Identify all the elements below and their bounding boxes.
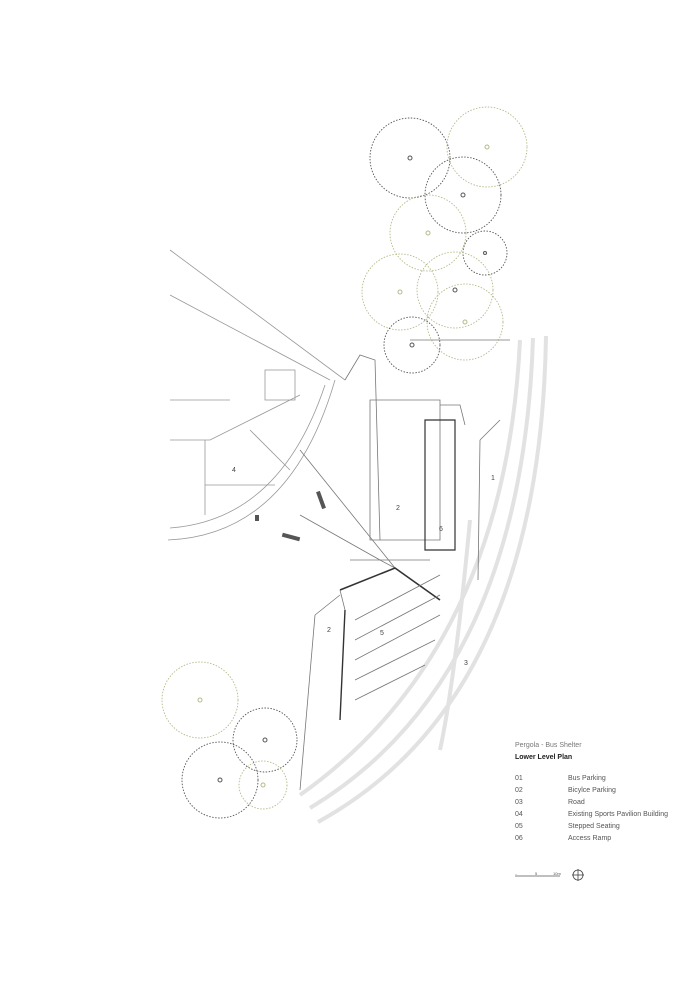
pergola-structure bbox=[299, 339, 510, 791]
project-name: Pergola - Bus Shelter bbox=[515, 742, 582, 749]
scale-bar: 0 5 10m bbox=[515, 869, 584, 881]
road-curbs bbox=[298, 335, 548, 824]
plan-labels: 1 2 6 2 5 3 4 bbox=[232, 467, 495, 667]
tree-canopy bbox=[416, 251, 494, 329]
tree-canopy bbox=[462, 230, 508, 276]
tree-canopy bbox=[446, 106, 528, 188]
tree-canopy bbox=[161, 661, 239, 739]
svg-text:0: 0 bbox=[515, 873, 518, 878]
drawing-title: Lower Level Plan bbox=[515, 754, 573, 761]
label-stepped-seating: 5 bbox=[380, 630, 384, 637]
tree-canopy bbox=[181, 741, 259, 819]
label-access-ramp: 6 bbox=[439, 526, 443, 533]
label-road: 3 bbox=[464, 660, 468, 667]
tree-canopy bbox=[389, 194, 467, 272]
svg-text:10m: 10m bbox=[553, 871, 561, 876]
tree-canopy bbox=[361, 253, 439, 331]
legend: Pergola - Bus Shelter Lower Level Plan 0… bbox=[515, 742, 668, 847]
tree-canopy bbox=[424, 156, 502, 234]
tree-canopy bbox=[369, 117, 451, 199]
label-pavilion: 4 bbox=[232, 467, 236, 474]
tree-canopy bbox=[232, 707, 298, 773]
label-bus-parking: 1 bbox=[491, 475, 495, 482]
north-arrow-icon bbox=[572, 869, 584, 881]
tree-trunks bbox=[197, 144, 490, 788]
pergola-columns bbox=[255, 490, 326, 542]
label-bicycle-parking-a: 2 bbox=[396, 505, 400, 512]
pavilion-building bbox=[167, 249, 346, 541]
label-bicycle-parking-b: 2 bbox=[327, 627, 331, 634]
tree-canopy bbox=[426, 283, 504, 361]
tree-canopy bbox=[383, 316, 441, 374]
trees bbox=[161, 106, 528, 819]
svg-text:5: 5 bbox=[535, 871, 538, 876]
tree-canopy bbox=[238, 760, 288, 810]
